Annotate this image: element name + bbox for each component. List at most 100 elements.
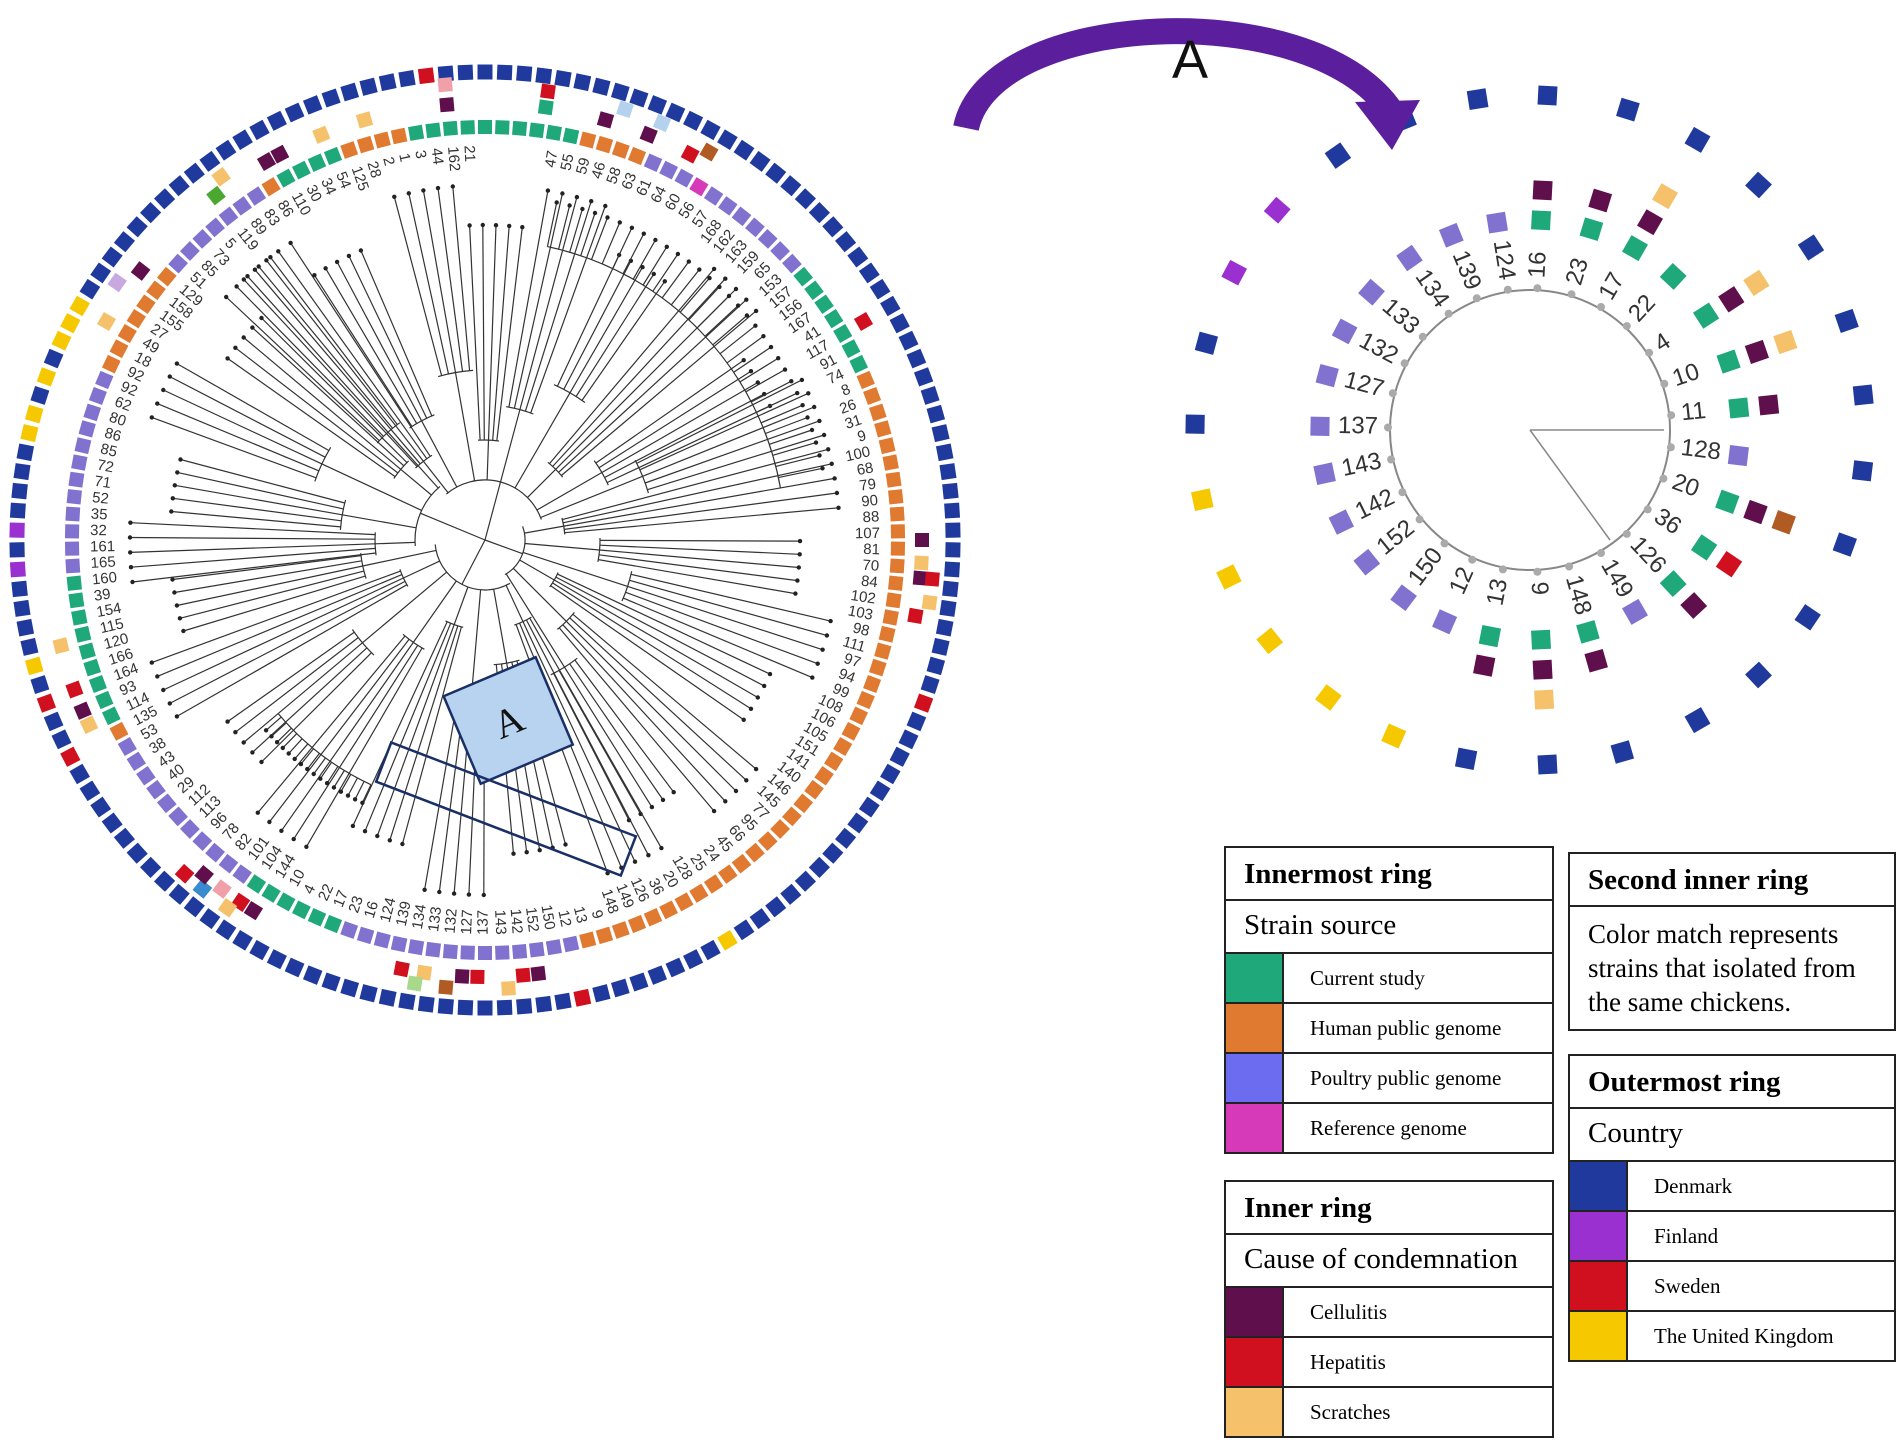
leaf-label: 64: [647, 183, 670, 206]
source-ring-cell: [246, 186, 267, 206]
leaf-label: 85: [99, 440, 119, 460]
country-ring-cell: [321, 972, 341, 992]
country-ring-cell: [733, 139, 755, 161]
country-ring-cell: [398, 69, 416, 88]
source-ring-cell: [627, 146, 647, 166]
source-ring-cell: [745, 842, 765, 863]
country-ring-cell: [808, 856, 831, 879]
tree-branch: [512, 567, 567, 622]
zoom-leaf-label: 128: [1679, 434, 1722, 466]
tree-branch: [569, 266, 644, 394]
country-ring-cell: [20, 424, 39, 443]
zoom-ring-cell: [1324, 142, 1352, 169]
tree-tip: [245, 274, 250, 279]
zoom-ring-cell: [1637, 209, 1663, 236]
source-ring-cell: [874, 420, 892, 438]
country-ring-cell: [906, 711, 927, 732]
zoom-ring-cell: [1797, 234, 1825, 261]
tree-branch: [422, 190, 457, 373]
zoom-ring-cell: [1466, 88, 1489, 110]
callout-overlay: AA: [374, 18, 1420, 878]
zoom-ring-cell: [1834, 308, 1859, 333]
tree-branch: [536, 471, 603, 511]
zoom-leaf-label: 152: [1372, 514, 1420, 560]
tree-tip: [829, 461, 834, 466]
tree-branch: [408, 193, 450, 375]
source-ring-cell: [232, 864, 252, 884]
leaf-label: 27: [147, 320, 170, 343]
country-ring-cell: [847, 812, 869, 834]
tree-branch-arc: [402, 633, 425, 650]
source-ring-cell: [731, 853, 752, 874]
tree-tip: [392, 194, 397, 199]
source-ring-cell: [78, 420, 96, 438]
leaf-label: 28: [363, 159, 384, 180]
tree-branch: [282, 733, 298, 749]
country-ring-cell: [516, 65, 533, 82]
tree-branch: [522, 551, 628, 587]
country-ring-cell: [935, 443, 954, 462]
condemnation-ring-cell: [616, 100, 634, 119]
condemnation-ring-cell: [540, 83, 556, 100]
tree-tip: [268, 255, 273, 260]
source-ring-cell: [890, 541, 906, 556]
zoom-ring-cell: [1745, 661, 1772, 689]
country-ring-cell: [665, 957, 686, 978]
tree-branch-arc: [549, 572, 559, 588]
tree-branch: [453, 586, 469, 625]
tree-branch: [598, 370, 752, 469]
tree-tip: [350, 823, 356, 829]
source-ring-cell: [95, 690, 114, 710]
source-ring-cell: [627, 914, 647, 934]
source-ring-cell: [340, 921, 359, 939]
tree-tip: [451, 891, 457, 896]
leaf-label: 103: [847, 602, 875, 624]
tree-branch: [236, 285, 384, 437]
source-ring-cell: [674, 168, 694, 188]
legend-label: Poultry public genome: [1310, 1065, 1502, 1090]
zoom-ring-cell: [1715, 551, 1743, 578]
tree-branch: [670, 269, 700, 306]
zoom-tip: [1567, 290, 1576, 299]
tree-tip: [225, 356, 230, 361]
leaf-label: 1: [395, 152, 413, 164]
tree-branch-arc: [514, 616, 532, 626]
legend-swatch: [1226, 954, 1284, 1002]
tree-branch: [265, 259, 424, 462]
tree-branch: [604, 393, 765, 479]
tree-branch: [276, 727, 292, 743]
zoom-ring-cell: [1716, 349, 1741, 374]
source-ring-cell: [770, 819, 790, 839]
source-ring-cell: [425, 941, 442, 958]
zoom-ring-cell: [1390, 584, 1417, 612]
zoom-ring-cell: [1852, 384, 1874, 406]
source-ring-cell: [425, 122, 442, 139]
country-ring-cell: [302, 965, 323, 985]
tree-tip: [127, 535, 133, 540]
country-ring-cell: [920, 385, 940, 405]
country-ring-cell: [113, 827, 135, 849]
tree-tip: [467, 223, 472, 228]
zoom-tip: [1398, 488, 1407, 497]
country-ring-cell: [90, 262, 112, 284]
tree-tip: [795, 390, 800, 396]
tree-tip: [686, 259, 691, 264]
tree-tip: [130, 579, 135, 585]
country-ring-cell: [889, 313, 910, 334]
zoom-ring-cell: [1353, 548, 1381, 576]
legend-row: Cellulitis: [1226, 1288, 1552, 1338]
tree-tip: [735, 303, 741, 308]
zoom-ring-cell: [1684, 707, 1711, 734]
tree-branch: [530, 205, 606, 414]
legend-row: Sweden: [1570, 1262, 1894, 1312]
tree-branch-arc: [434, 544, 511, 591]
tree-branch: [400, 468, 432, 496]
zoom-ring-cell: [1610, 740, 1635, 764]
source-ring-cell: [66, 575, 82, 591]
tree-tip: [324, 781, 330, 786]
tree-branch: [484, 481, 502, 541]
tree-branch-arc: [553, 384, 586, 403]
tree-branch: [486, 440, 490, 481]
tree-branch: [704, 305, 739, 337]
zoom-ring-cell: [1315, 363, 1339, 388]
